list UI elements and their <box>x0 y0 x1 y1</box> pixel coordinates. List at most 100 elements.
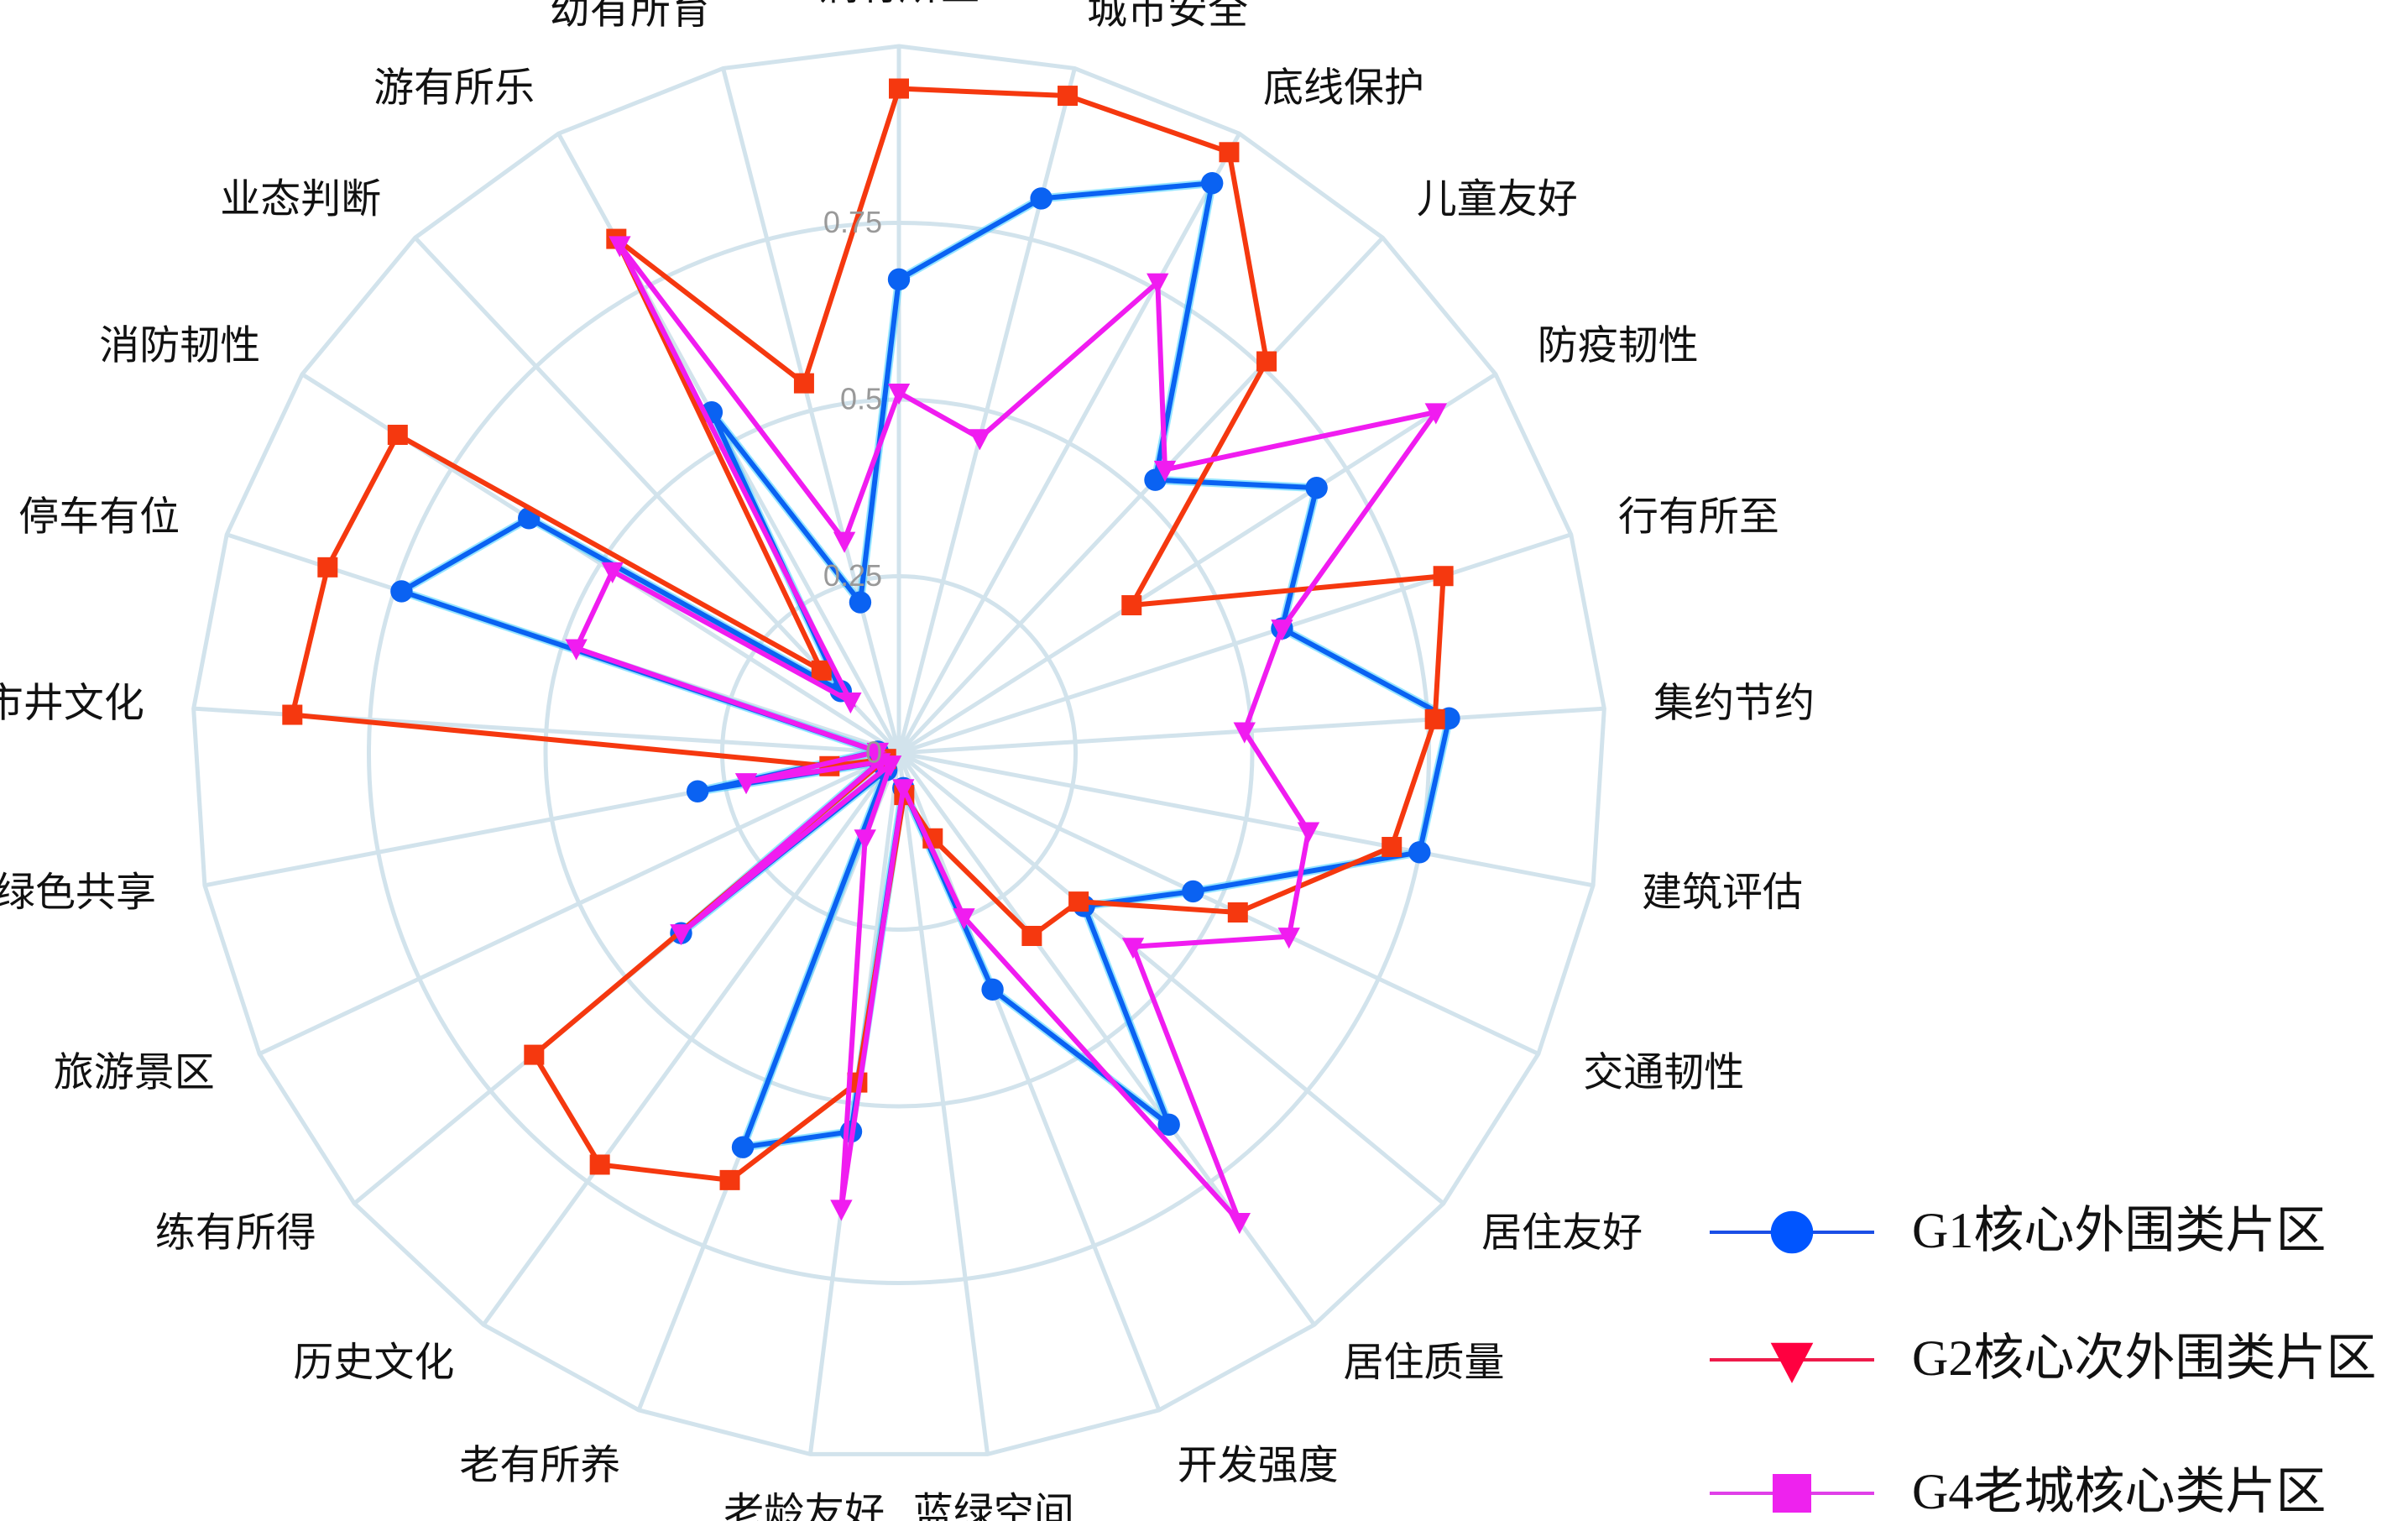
tick-label: 0 <box>865 735 882 770</box>
grid-spoke <box>721 67 901 754</box>
data-point <box>734 773 758 795</box>
grid-outer-ring <box>191 44 1606 1456</box>
grid-spoke <box>896 752 1162 1411</box>
data-point <box>1277 928 1300 949</box>
data-point <box>1157 1113 1180 1136</box>
data-point <box>1305 476 1328 499</box>
axis-label: 防疫韧性 <box>1538 321 1699 368</box>
legend-item: G4老城核心类片区 <box>1710 1464 2326 1519</box>
data-point <box>1233 722 1256 744</box>
data-point <box>887 384 911 405</box>
data-point <box>1424 708 1445 729</box>
data-point <box>1433 566 1454 587</box>
legend-item: G1核心外围类片区 <box>1710 1203 2326 1258</box>
series-1 <box>390 171 1460 1158</box>
axis-label: 幼有所育 <box>550 0 711 33</box>
data-point <box>390 580 413 603</box>
data-point <box>1256 351 1277 372</box>
grid-spoke <box>896 132 1241 755</box>
grid-spoke <box>896 752 990 1455</box>
data-point <box>1121 938 1145 959</box>
axis-label: 底线保护 <box>1263 65 1424 112</box>
grid-spoke <box>897 372 1497 755</box>
axis-label: 蓝绿空间 <box>913 1489 1074 1521</box>
axis-label: 城市安全 <box>1087 0 1248 33</box>
data-point <box>565 639 588 661</box>
data-point <box>1200 171 1224 195</box>
data-point <box>1121 595 1142 616</box>
legend-item: G2核心次外围类片区 <box>1710 1330 2376 1386</box>
data-point <box>731 1136 755 1158</box>
grid-spoke <box>896 751 1316 1326</box>
legend: G1核心外围类片区 G2核心次外围类片区 G4老城核心类片区 <box>1710 1203 2376 1519</box>
axis-label: 病有所医 <box>818 0 979 9</box>
tick-label: 0.75 <box>823 205 882 239</box>
axis-label: 历史文化 <box>293 1339 454 1386</box>
data-point <box>833 531 856 553</box>
data-point <box>887 268 911 291</box>
data-point <box>1068 891 1089 912</box>
data-point <box>1227 902 1248 923</box>
data-point <box>854 829 876 851</box>
axis-label: 居住质量 <box>1344 1339 1505 1386</box>
grid-spoke <box>896 67 1077 754</box>
grid-spoke <box>259 750 901 1056</box>
legend-marker <box>1770 1210 1814 1254</box>
data-point <box>866 742 889 764</box>
data-point <box>670 924 692 946</box>
data-point <box>892 779 915 801</box>
data-point <box>1271 619 1293 641</box>
data-point <box>981 978 1004 1001</box>
axis-label: 老有所养 <box>459 1442 620 1489</box>
data-point <box>839 693 862 714</box>
axis-label: 老龄友好 <box>723 1489 885 1521</box>
data-point <box>1144 468 1167 491</box>
data-point <box>969 429 991 451</box>
axis-labels: 病有所医城市安全底线保护儿童友好防疫韧性行有所至集约节约建筑评估交通韧性居住友好… <box>0 0 1815 1521</box>
data-point <box>601 562 624 583</box>
data-point <box>719 1169 740 1190</box>
axis-label: 集约节约 <box>1653 679 1815 726</box>
data-point <box>1153 460 1177 482</box>
legend-label: G1核心外围类片区 <box>1912 1203 2326 1258</box>
axis-label: 业态判断 <box>220 175 381 222</box>
axis-label: 消防韧性 <box>99 321 260 368</box>
axis-label: 市井文化 <box>0 679 144 726</box>
grid-spoke <box>482 751 901 1326</box>
series-line <box>572 243 1442 1224</box>
data-point <box>524 1044 545 1065</box>
data-point <box>387 425 408 446</box>
data-point <box>953 908 975 930</box>
data-point <box>830 1200 853 1221</box>
axis-label: 开发强度 <box>1178 1442 1339 1489</box>
data-point <box>811 660 832 681</box>
grid-spoke <box>898 532 1572 755</box>
axis-label: 儿童友好 <box>1417 175 1578 222</box>
data-series <box>282 78 1460 1235</box>
data-point <box>793 373 814 394</box>
grid-spoke <box>897 236 1385 755</box>
axis-label: 练有所得 <box>155 1209 316 1256</box>
grid-spoke <box>898 706 1605 755</box>
data-point <box>1228 1213 1251 1235</box>
data-point <box>1021 925 1042 946</box>
axis-label: 建筑评估 <box>1642 869 1803 916</box>
data-point <box>1058 86 1079 107</box>
axis-label: 交通韧性 <box>1583 1049 1744 1096</box>
legend-label: G2核心次外围类片区 <box>1912 1330 2376 1386</box>
radar-grid <box>191 44 1606 1456</box>
axis-label: 游有所乐 <box>373 65 535 112</box>
data-point <box>849 591 872 614</box>
data-point <box>1297 822 1320 844</box>
tick-label: 0.25 <box>823 558 882 593</box>
data-point <box>1030 187 1053 210</box>
data-point <box>609 236 631 258</box>
grid-spoke <box>897 751 1445 1205</box>
grid-spoke <box>898 750 1594 888</box>
axis-label: 停车有位 <box>18 494 180 541</box>
data-point <box>868 753 891 775</box>
data-point <box>1182 880 1204 903</box>
series-3 <box>565 236 1448 1235</box>
data-point <box>889 78 909 99</box>
